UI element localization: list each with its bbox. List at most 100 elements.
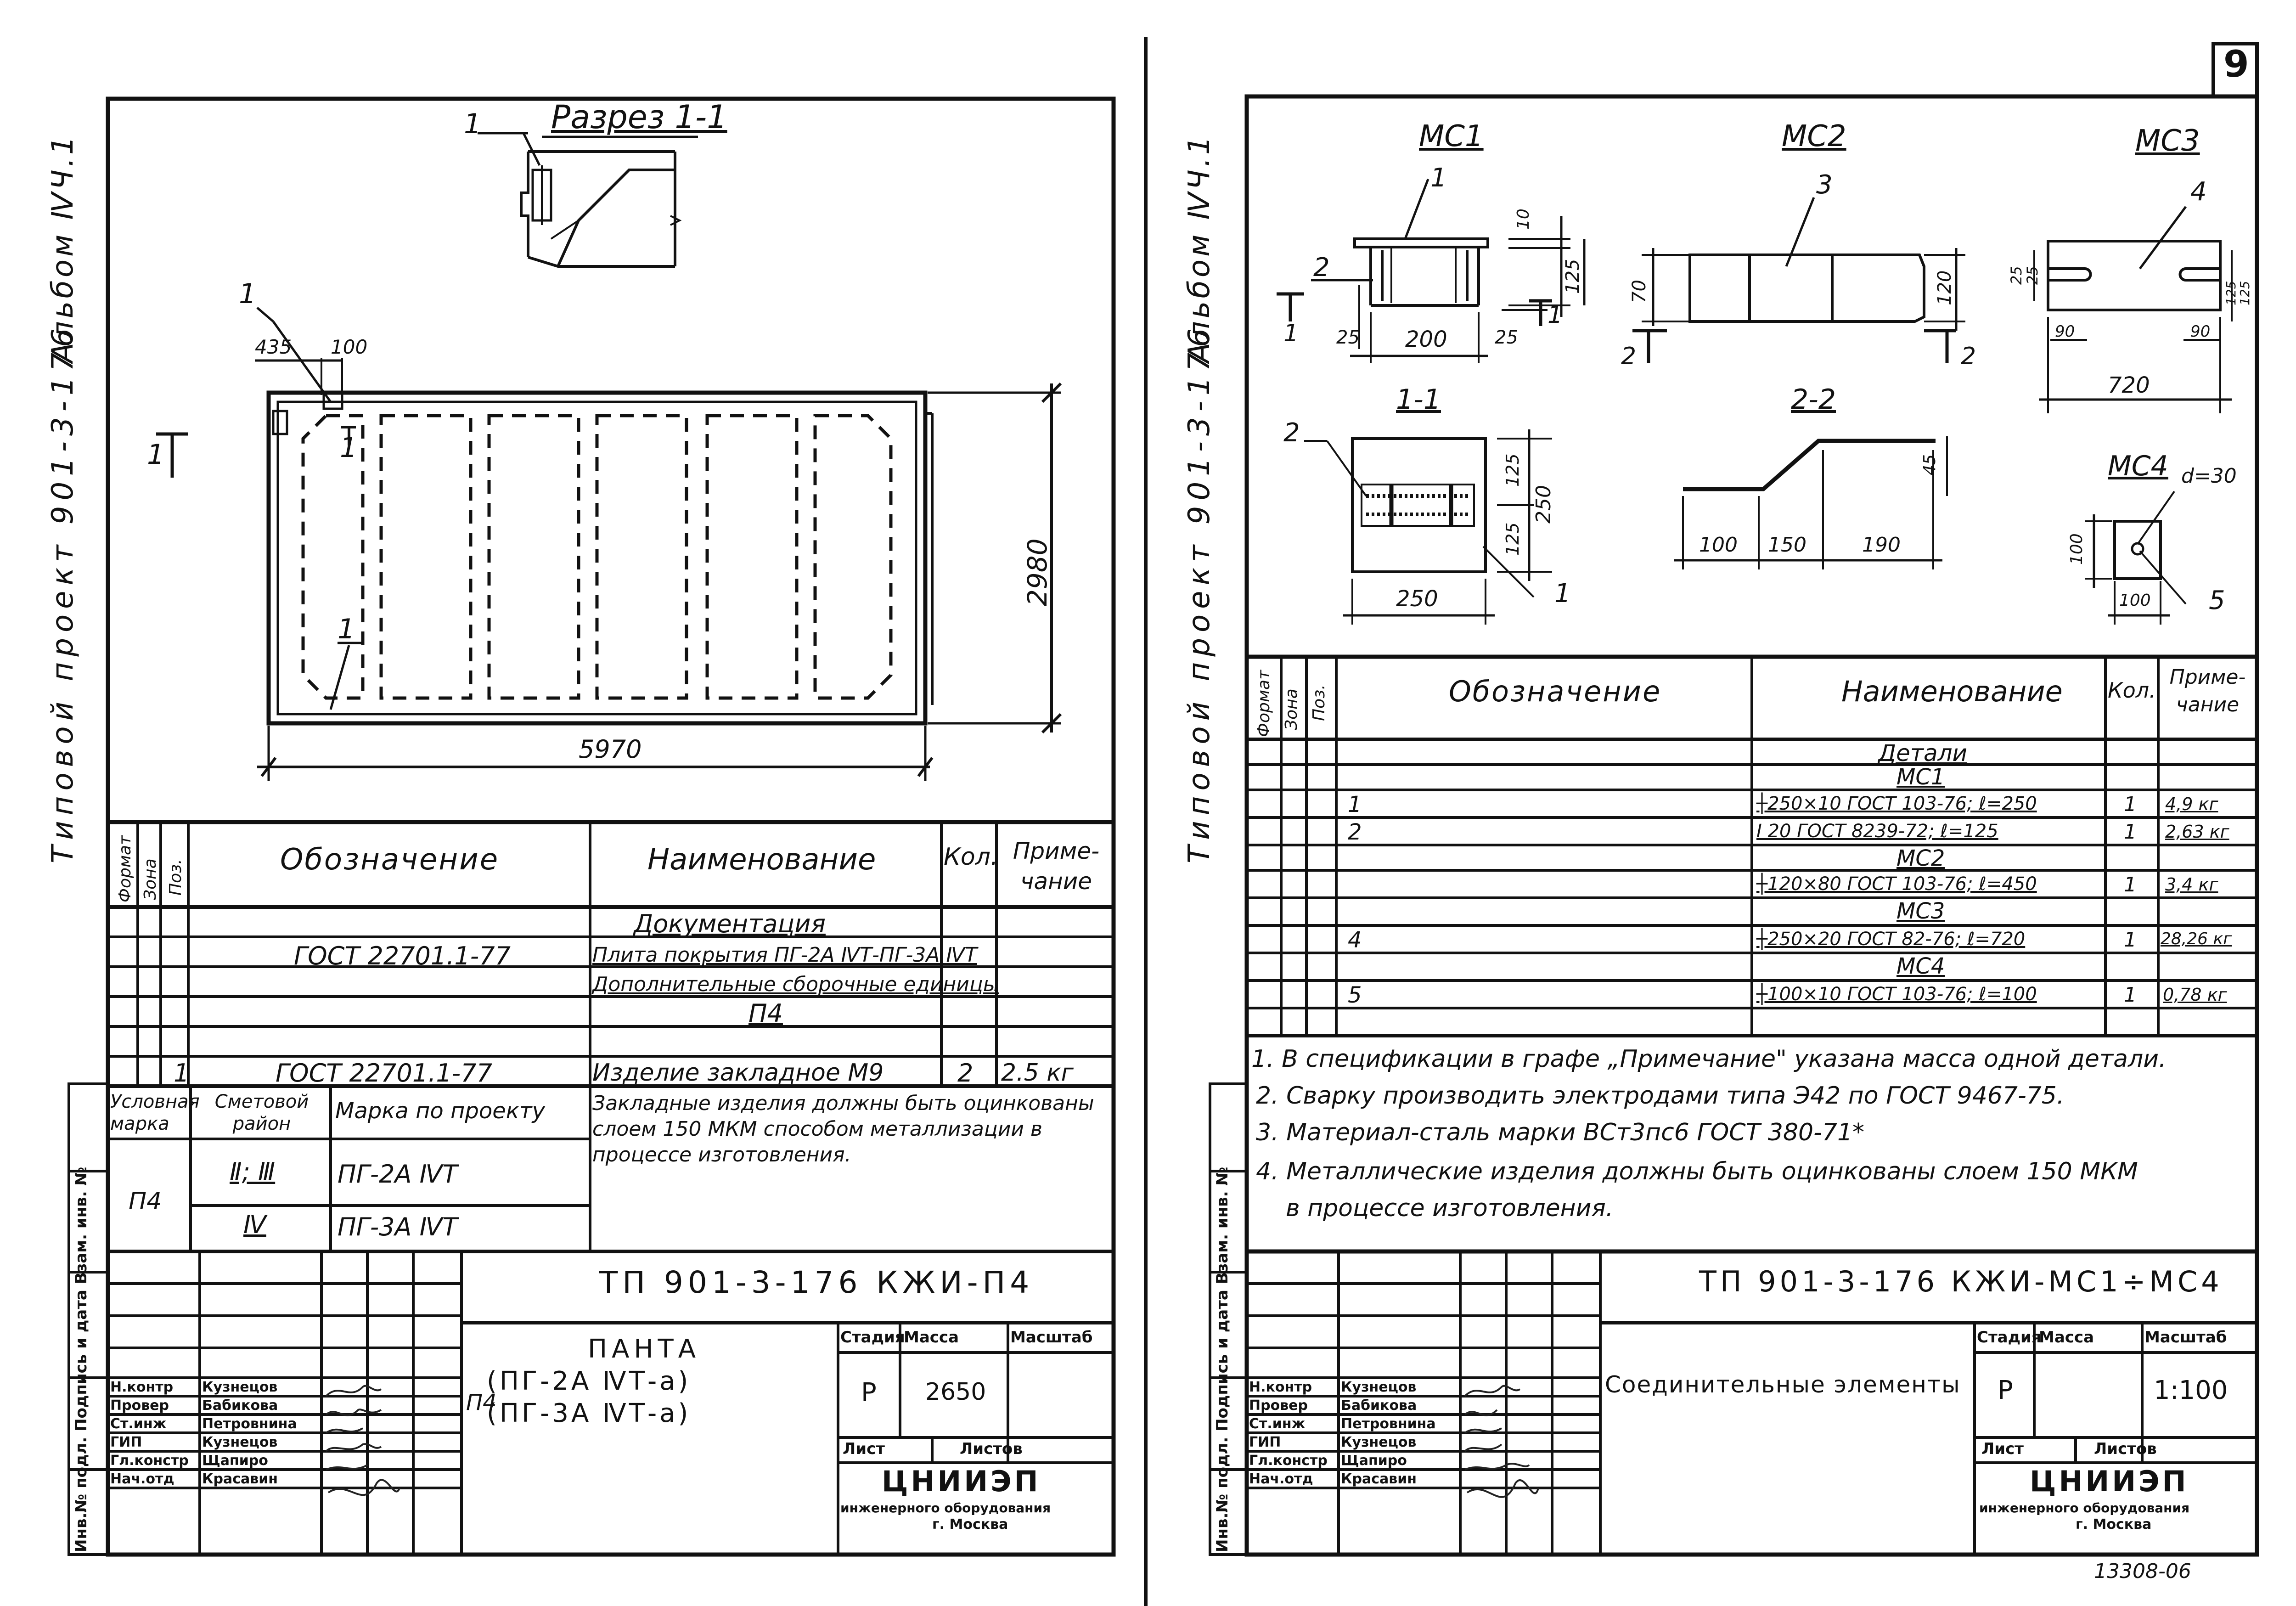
left-stamp-stage-h: Стадия: [840, 1328, 905, 1347]
right-row-note: 0,78 кг: [2163, 985, 2227, 1005]
mc2-dim: 70: [1629, 280, 1650, 303]
right-role: Провер: [1249, 1398, 1308, 1414]
right-stamp-stage-h: Стадия: [1977, 1328, 2042, 1347]
mark-region-2: Ⅳ: [243, 1210, 266, 1239]
left-stamp-sheet-h: Лист: [843, 1440, 885, 1458]
right-margin-marks: Инв.№ подл. Подпись и дата Взам. инв. №: [1213, 1166, 1232, 1552]
right-project-label: Типовой проект 901-3-176: [1182, 323, 1216, 863]
right-row-heading: МС3: [1896, 898, 1945, 924]
sec22-dim: 150: [1768, 533, 1806, 557]
left-role: Провер: [110, 1398, 169, 1414]
left-row-designation: ГОСТ 22701.1-77: [276, 1059, 492, 1088]
mc4-callout-5: 5: [2209, 586, 2225, 615]
mc3-dim: 25: [2024, 266, 2041, 285]
right-row-note: 2,63 кг: [2165, 822, 2229, 842]
left-project-label: Типовой проект 901-3-176: [46, 323, 80, 863]
mc1-cut-1b: 1: [1548, 301, 1563, 329]
left-person: Петровнина: [202, 1416, 297, 1432]
right-stamp-mass-h: Масса: [2039, 1328, 2094, 1347]
section-1-1-detail-drawing: [1304, 429, 1552, 625]
right-margin-strip: [1209, 1082, 1248, 1556]
right-row-pos: 2: [1348, 819, 1362, 845]
left-stamp-stage: Р: [861, 1378, 877, 1408]
right-row-qty: 1: [2124, 983, 2137, 1007]
mc1-callout-1: 1: [1430, 163, 1447, 193]
left-frame: [106, 96, 1116, 1557]
mc1-cut-1: 1: [1283, 320, 1299, 347]
left-row-name: Изделие закладное М9: [592, 1059, 884, 1087]
right-row-qty: 1: [2124, 820, 2137, 844]
right-person: Петровнина: [1341, 1416, 1436, 1432]
left-hdr-format: Формат: [116, 835, 135, 902]
left-stamp-title-1: ПАНТА: [588, 1334, 701, 1364]
right-hdr-pos: Поз.: [1310, 684, 1328, 721]
left-hdr-note: Приме-чание: [1013, 838, 1100, 895]
mc2-drawing: [1632, 197, 1965, 363]
left-stamp-org: ЦНИИЭП: [882, 1465, 1041, 1498]
left-stamp-grid: [108, 1251, 1114, 1555]
right-note-3: 3. Материал-сталь марки ВСт3пс6 ГОСТ 380…: [1256, 1119, 1865, 1146]
mc3-dim: 90: [2190, 322, 2211, 341]
mc3-dim: 25: [2008, 266, 2025, 285]
left-stamp-code: ТП 901-3-176 КЖИ-П4: [599, 1265, 1034, 1300]
right-note-1: 1. В спецификации в графе „Примечание" у…: [1251, 1045, 2167, 1073]
right-row-name: ┼100×10 ГОСТ 103-76; ℓ=100: [1756, 984, 2037, 1005]
right-stamp-city: г. Москва: [2076, 1516, 2152, 1533]
mc1-dim: 125: [1562, 259, 1583, 294]
mc1-dim: 25: [1495, 327, 1518, 348]
callout-1-plan-top: 1: [239, 278, 257, 310]
right-stamp-title: Соединительные элементы: [1605, 1371, 1961, 1398]
sec11-dim: 125: [1503, 522, 1523, 556]
right-note-4: 4. Металлические изделия должны быть оци…: [1256, 1158, 2138, 1185]
left-stamp-title-3: (ПГ-3А ⅣТ-а): [487, 1398, 691, 1428]
right-row-qty: 1: [2124, 928, 2137, 952]
right-row-qty: 1: [2124, 873, 2137, 896]
dim-height: 2980: [1022, 538, 1053, 606]
right-role: ГИП: [1249, 1434, 1281, 1450]
mc4-drawing: [2085, 490, 2187, 625]
mc4-dim: 100: [2119, 591, 2151, 610]
right-role: Гл.констр: [1249, 1453, 1328, 1469]
mc3-title: МС3: [2135, 124, 2200, 158]
right-person: Бабикова: [1341, 1398, 1417, 1414]
mc1-drawing: [1277, 179, 1586, 363]
section-2-2-detail-drawing: [1674, 436, 1948, 569]
dim-100: 100: [331, 336, 368, 358]
right-role: Нач.отд: [1249, 1471, 1313, 1487]
right-stamp-stage: Р: [1998, 1375, 2013, 1405]
right-person: Щапиро: [1341, 1453, 1407, 1469]
left-stamp-sheets-h: Листов: [960, 1440, 1023, 1458]
sec11-dim: 125: [1503, 453, 1523, 487]
mark-hdr-cond: Условная марка: [110, 1091, 200, 1134]
left-hdr-designation: Обозначение: [280, 843, 500, 877]
mark-cond-value: П4: [129, 1188, 162, 1215]
left-stamp-title-2: (ПГ-2А ⅣТ-а): [487, 1366, 691, 1396]
right-person: Кузнецов: [1341, 1434, 1417, 1450]
left-hdr-qty: Кол.: [944, 843, 998, 871]
sec22-dim: 45: [1920, 454, 1939, 475]
left-role: ГИП: [110, 1434, 142, 1450]
mark-project-2: ПГ-3А ⅣТ: [338, 1212, 458, 1241]
mc3-dim: 720: [2108, 372, 2150, 398]
right-row-note: 4,9 кг: [2165, 794, 2218, 814]
mc3-dim: 125: [2237, 281, 2252, 305]
right-person: Красавин: [1341, 1471, 1417, 1487]
left-role: Ст.инж: [110, 1416, 167, 1432]
mark-hdr-project: Марка по проекту: [335, 1098, 546, 1124]
right-stamp-code: ТП 901-3-176 КЖИ-МС1÷МС4: [1699, 1265, 2223, 1298]
mc3-dim: 125: [2223, 281, 2239, 305]
left-stamp-city: г. Москва: [932, 1516, 1008, 1533]
right-role: Н.контр: [1249, 1379, 1312, 1395]
right-row-pos: 5: [1348, 982, 1362, 1008]
right-hdr-note: Приме-чание: [2169, 665, 2246, 716]
left-row-heading-p4: П4: [748, 999, 783, 1028]
right-hdr-designation: Обозначение: [1449, 675, 1662, 708]
left-row-pos: 1: [174, 1059, 190, 1088]
left-mark-table-grid: [108, 1086, 1114, 1253]
right-spec-table-grid: [1247, 654, 2257, 1037]
callout-1-cutmark: 1: [147, 439, 165, 471]
mc1-dim: 25: [1336, 327, 1360, 348]
slab-plan-drawing: [156, 307, 1062, 781]
right-row-qty: 1: [2124, 793, 2137, 816]
